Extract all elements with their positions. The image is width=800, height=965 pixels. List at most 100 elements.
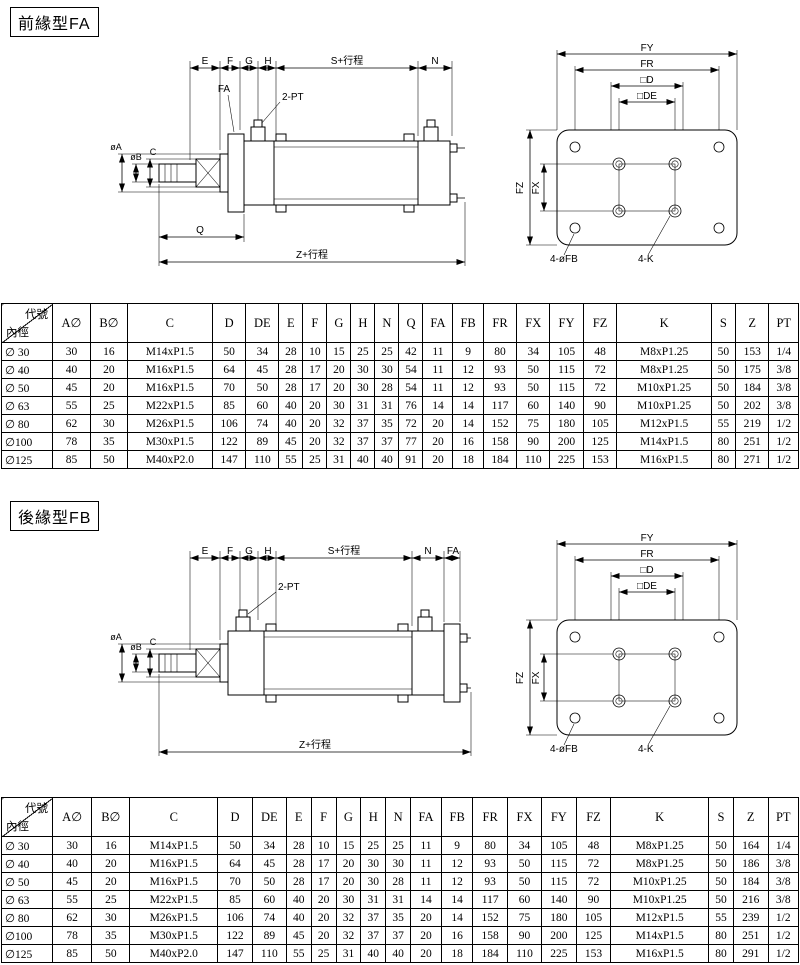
column-header: Z xyxy=(732,797,769,837)
value-cell: 175 xyxy=(734,360,770,379)
corner-label-bottom: 內徑 xyxy=(6,327,29,339)
value-cell: M16xP1.5 xyxy=(129,854,219,873)
value-cell: 1/2 xyxy=(767,926,800,945)
value-cell: 110 xyxy=(516,450,551,469)
value-cell: 31 xyxy=(385,890,412,909)
bore-cell: ∅ 50 xyxy=(1,378,53,397)
value-cell: 115 xyxy=(549,378,584,397)
value-cell: 147 xyxy=(217,944,253,963)
value-cell: 30 xyxy=(90,414,128,433)
corner-label-top: 代號 xyxy=(25,309,48,321)
value-cell: M40xP2.0 xyxy=(129,944,219,963)
fb-flange-view-drawing: FY FR □D □DE xyxy=(515,533,738,755)
bore-cell: ∅100 xyxy=(1,926,53,945)
value-cell: 3/8 xyxy=(767,854,800,873)
column-header: N xyxy=(385,797,412,837)
value-cell: 115 xyxy=(540,854,577,873)
value-cell: 20 xyxy=(335,854,362,873)
value-cell: M14xP1.5 xyxy=(610,926,710,945)
value-cell: 75 xyxy=(507,908,542,927)
value-cell: 25 xyxy=(350,342,376,361)
value-cell: 30 xyxy=(385,854,412,873)
value-cell: 1/2 xyxy=(768,432,799,451)
value-cell: 31 xyxy=(335,944,362,963)
value-cell: 9 xyxy=(452,342,484,361)
dim-label-q: Q xyxy=(196,225,204,236)
hole-label-4-k: 4-K xyxy=(638,744,654,755)
value-cell: M10xP1.25 xyxy=(616,396,712,415)
value-cell: 77 xyxy=(398,432,424,451)
value-cell: 105 xyxy=(582,414,618,433)
value-cell: 40 xyxy=(285,890,312,909)
dim-label-f: F xyxy=(227,56,233,67)
column-header: B∅ xyxy=(91,797,131,837)
value-cell: M16xP1.5 xyxy=(610,944,710,963)
value-cell: M16xP1.5 xyxy=(129,872,219,891)
value-cell: 3/8 xyxy=(767,872,800,891)
value-cell: 25 xyxy=(310,944,337,963)
value-cell: 50 xyxy=(710,342,736,361)
value-cell: 20 xyxy=(422,432,454,451)
value-cell: 30 xyxy=(360,872,387,891)
value-cell: 64 xyxy=(211,360,247,379)
value-cell: 55 xyxy=(278,450,304,469)
dim-label-e: E xyxy=(202,56,209,67)
dim-label-g: G xyxy=(245,56,253,67)
value-cell: 11 xyxy=(410,872,442,891)
value-cell: 30 xyxy=(51,836,93,855)
value-cell: 40 xyxy=(374,450,400,469)
column-header: FB xyxy=(452,303,484,343)
section-fb-title: 後緣型FB xyxy=(10,501,100,531)
column-header: FZ xyxy=(575,797,612,837)
dim-label-z-stroke: Z+行程 xyxy=(296,248,328,261)
fb-flange-plate xyxy=(556,619,738,736)
value-cell: 35 xyxy=(90,432,128,451)
value-cell: 25 xyxy=(302,450,328,469)
value-cell: 40 xyxy=(278,414,304,433)
value-cell: 34 xyxy=(245,342,280,361)
table-corner-header: 代號內徑 xyxy=(1,797,53,837)
value-cell: 32 xyxy=(335,926,362,945)
value-cell: 14 xyxy=(410,890,442,909)
value-cell: M12xP1.5 xyxy=(616,414,712,433)
value-cell: M10xP1.25 xyxy=(610,890,710,909)
value-cell: 70 xyxy=(211,378,247,397)
value-cell: 50 xyxy=(251,872,287,891)
fb-cylinder-body xyxy=(158,609,471,703)
value-cell: 186 xyxy=(732,854,769,873)
value-cell: 10 xyxy=(302,342,328,361)
value-cell: 20 xyxy=(422,450,454,469)
value-cell: 45 xyxy=(245,360,280,379)
value-cell: 25 xyxy=(385,836,412,855)
value-cell: 20 xyxy=(310,890,337,909)
hole-label-4-k: 4-K xyxy=(638,254,654,265)
value-cell: 30 xyxy=(350,360,376,379)
value-cell: 15 xyxy=(335,836,362,855)
value-cell: 45 xyxy=(251,854,287,873)
value-cell: 60 xyxy=(516,396,551,415)
value-cell: 164 xyxy=(732,836,769,855)
value-cell: 55 xyxy=(52,396,91,415)
column-header: PT xyxy=(768,303,799,343)
dim-label-h: H xyxy=(264,56,271,67)
value-cell: 18 xyxy=(440,944,474,963)
value-cell: 200 xyxy=(540,926,577,945)
table-corner-header: 代號內徑 xyxy=(1,303,53,343)
value-cell: 15 xyxy=(326,342,352,361)
value-cell: 10 xyxy=(310,836,337,855)
value-cell: 3/8 xyxy=(768,360,799,379)
bore-cell: ∅ 50 xyxy=(1,872,53,891)
value-cell: 20 xyxy=(90,360,128,379)
value-cell: 89 xyxy=(251,926,287,945)
fb-bottom-dimensions: Z+行程 xyxy=(158,674,472,756)
value-cell: 90 xyxy=(575,890,612,909)
value-cell: 20 xyxy=(335,872,362,891)
value-cell: 35 xyxy=(91,926,131,945)
value-cell: 20 xyxy=(302,396,328,415)
fa-flange-view-drawing: FY FR □D □DE xyxy=(515,43,738,265)
value-cell: 85 xyxy=(217,890,253,909)
